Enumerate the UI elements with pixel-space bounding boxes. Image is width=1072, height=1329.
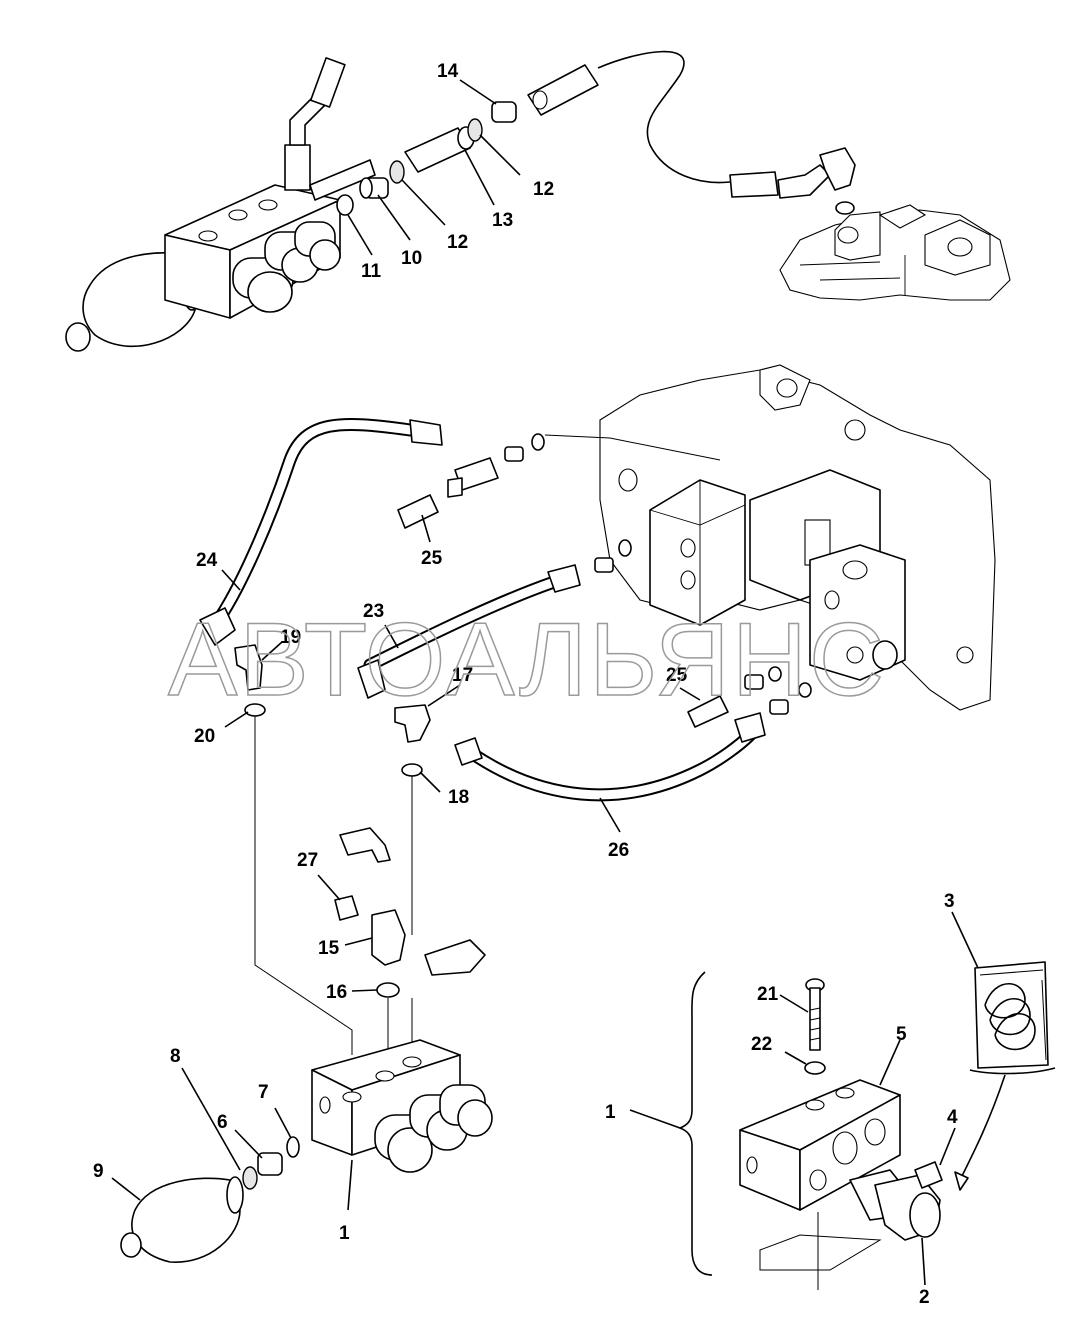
callout-16: 16 [326,982,347,1003]
callout-24: 24 [196,550,218,571]
callout-13: 13 [492,210,513,231]
callout-12-left: 12 [447,232,468,253]
hose-26 [454,712,766,802]
watermark: АВТОАЛЬЯНС [168,602,886,718]
callout-21: 21 [757,984,779,1005]
solenoid-kit [677,961,1056,1290]
leader-lines [111,79,979,1286]
callout-26: 26 [608,840,629,861]
callout-1-left: 1 [339,1223,350,1244]
callout-20: 20 [194,726,215,747]
callout-8: 8 [170,1046,181,1067]
adapter-6 [257,1152,283,1176]
middle-transmission [599,364,996,711]
lower-valve-assembly [120,716,493,1263]
callout-23: 23 [363,601,384,622]
callout-6: 6 [217,1112,228,1133]
washer-12a [389,160,405,184]
callout-labels: 14 12 13 12 10 11 25 24 23 19 17 25 20 1… [93,61,958,1308]
callout-11: 11 [361,261,382,282]
callout-25-bottom: 25 [666,665,688,686]
callout-18: 18 [448,787,469,808]
hose-23 [357,564,581,699]
top-valve-assembly [65,57,376,352]
callout-1-kit: 1 [605,1102,616,1123]
middle-fittings [234,433,812,777]
callout-9: 9 [93,1161,104,1182]
callout-15: 15 [318,938,340,959]
adapter-14 [491,101,517,123]
callout-3: 3 [944,891,955,912]
o-ring-11 [336,194,354,216]
callout-7: 7 [258,1082,269,1103]
callout-10: 10 [401,248,422,269]
top-right-pump [779,204,1011,301]
callout-27: 27 [297,850,318,871]
accumulator-9 [131,1177,241,1263]
o-ring-7 [286,1136,300,1158]
callout-19: 19 [280,627,301,648]
callout-5: 5 [896,1024,907,1045]
callout-4: 4 [947,1107,958,1128]
callout-12-right: 12 [533,179,554,200]
washer-12b [467,118,483,142]
top-fitting-chain [336,50,856,216]
callout-17: 17 [452,665,473,686]
callout-2: 2 [919,1287,930,1308]
washer-8 [242,1166,258,1190]
callout-25-top: 25 [421,548,443,569]
callout-14: 14 [437,61,459,82]
hose-24 [199,417,443,646]
callout-22: 22 [751,1034,772,1055]
